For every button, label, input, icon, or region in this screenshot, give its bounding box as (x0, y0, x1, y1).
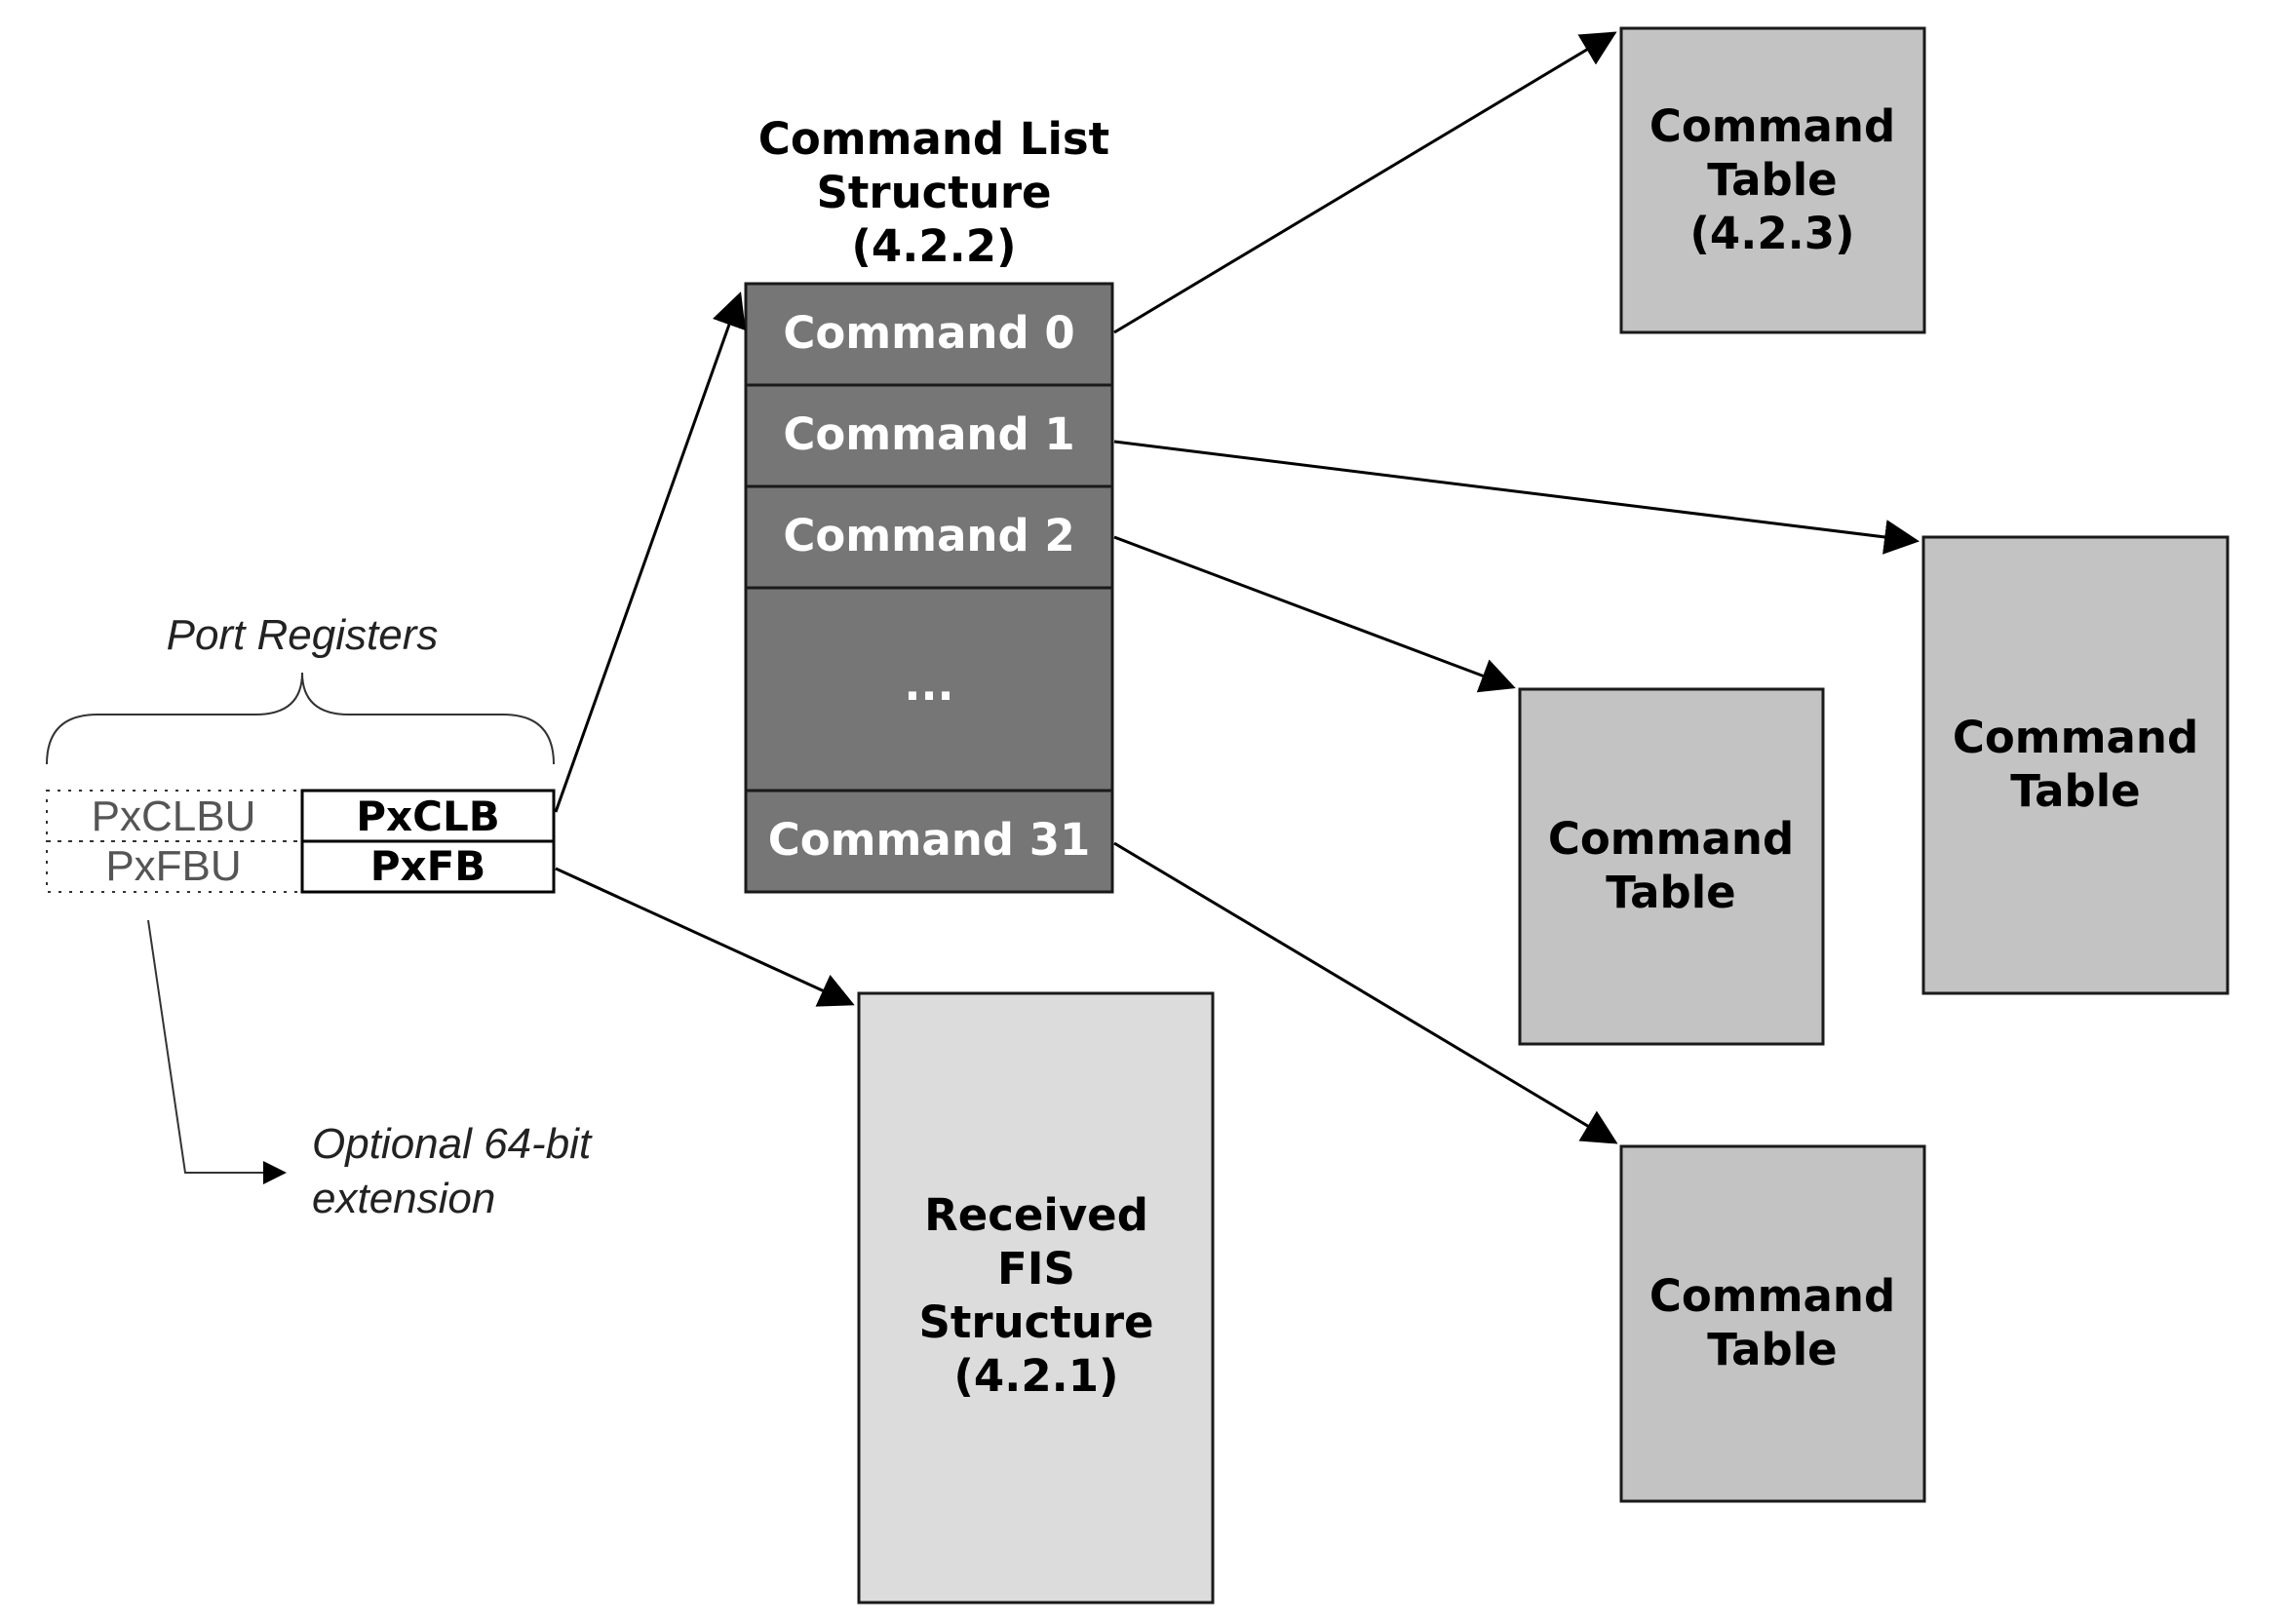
command-slot-2 (744, 484, 1114, 590)
pxclbu-label: PxCLBU (92, 793, 256, 840)
command-table-1-line1: Command (1953, 712, 2198, 763)
pxclb-label: PxCLB (356, 793, 499, 840)
command-31-to-table-arrow (1113, 841, 1618, 1144)
command-table-0-line3: (4.2.3) (1689, 208, 1854, 259)
command-list-title-line2: Structure (816, 167, 1051, 218)
extension-note-line1: Optional 64-bit (312, 1120, 593, 1168)
command-slot-ellipsis (744, 586, 1114, 793)
pxfb-to-received-fis-arrow (555, 867, 855, 1007)
port-registers-brace (46, 672, 555, 765)
port-registers-title: Port Registers (167, 611, 439, 659)
command-slot-2-label: Command 2 (783, 510, 1074, 561)
port-registers: Port Registers PxCLBU PxFBU PxCLB PxFB O… (46, 611, 593, 1222)
command-1-to-table-arrow (1113, 440, 1920, 555)
command-table-31-line1: Command (1649, 1270, 1895, 1322)
command-table-31-line2: Table (1707, 1324, 1837, 1375)
extension-note-line2: extension (312, 1175, 495, 1222)
pxfb-label: PxFB (370, 842, 486, 890)
command-slot-ellipsis-label: ... (904, 659, 953, 711)
pxfb-register (300, 839, 556, 894)
command-table-0-line2: Table (1707, 154, 1837, 206)
command-table-2: Command Table (1518, 687, 1825, 1046)
command-0-to-table-arrow (1113, 31, 1617, 334)
received-fis-structure: Received FIS Structure (4.2.1) (857, 991, 1215, 1605)
command-slot-31 (744, 789, 1114, 894)
command-list-title-line3: (4.2.2) (851, 220, 1016, 272)
command-2-to-table-arrow (1113, 535, 1516, 693)
command-table-2-line1: Command (1548, 813, 1794, 865)
connector-arrows (554, 31, 1920, 1144)
command-table-0-line1: Command (1649, 100, 1895, 152)
command-list-title-line1: Command List (758, 113, 1109, 165)
received-fis-line2: FIS (997, 1243, 1075, 1295)
received-fis-line4: (4.2.1) (953, 1350, 1118, 1402)
command-table-0: Command Table (4.2.3) (1619, 26, 1926, 334)
command-slot-1 (744, 383, 1114, 488)
command-table-31-box (1619, 1144, 1926, 1503)
extension-pointer-line (147, 919, 287, 1184)
command-slot-31-label: Command 31 (768, 814, 1091, 866)
command-slot-0-label: Command 0 (783, 307, 1074, 359)
command-table-0-box (1619, 26, 1926, 334)
command-table-31: Command Table (1619, 1144, 1926, 1503)
command-table-1-box (1921, 535, 2230, 995)
pxfbu-label: PxFBU (105, 842, 241, 890)
command-list-structure: Command List Structure (4.2.2) Command 0… (744, 113, 1114, 894)
command-table-1-line2: Table (2010, 765, 2140, 817)
command-table-2-line2: Table (1606, 867, 1735, 918)
pxclb-to-command-list-arrow (554, 291, 746, 813)
command-slot-1-label: Command 1 (783, 408, 1074, 460)
received-fis-line1: Received (924, 1189, 1148, 1241)
received-fis-line3: Structure (918, 1296, 1153, 1348)
received-fis-box (857, 991, 1215, 1605)
pxclb-register (300, 789, 556, 843)
command-table-2-box (1518, 687, 1825, 1046)
command-table-1: Command Table (1921, 535, 2230, 995)
